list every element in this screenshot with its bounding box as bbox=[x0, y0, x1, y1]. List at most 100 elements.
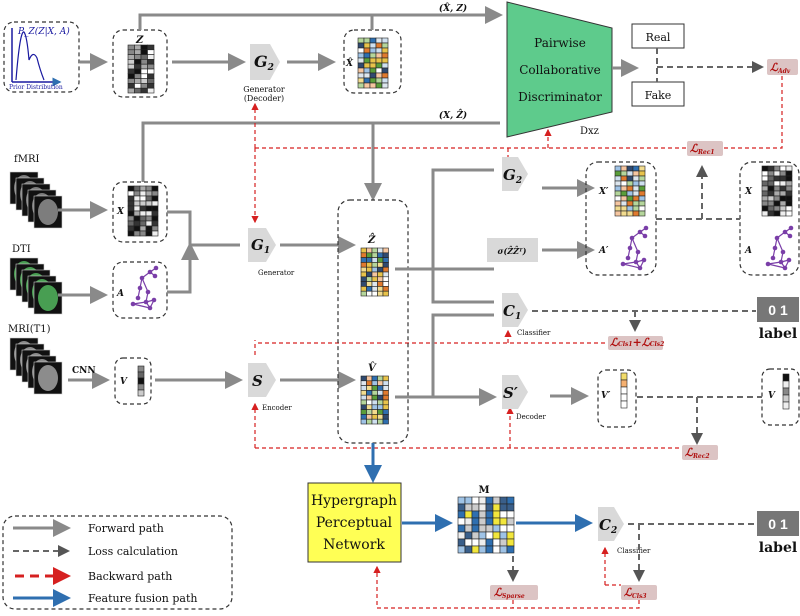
cnn-label: CNN bbox=[72, 366, 96, 376]
matrix-cell bbox=[638, 205, 646, 212]
matrix-cell bbox=[371, 414, 378, 420]
matrix-cell bbox=[485, 517, 494, 526]
matrix-cell bbox=[506, 538, 515, 547]
graph-node bbox=[637, 265, 643, 271]
matrix-cell bbox=[139, 225, 147, 232]
svg-text:Collaborative: Collaborative bbox=[519, 63, 601, 77]
matrix-cell bbox=[620, 170, 628, 177]
matrix-cell bbox=[366, 409, 373, 415]
matrix-cell bbox=[761, 190, 769, 197]
matrix-cell bbox=[133, 230, 141, 237]
matrix-cell bbox=[151, 220, 159, 227]
matrix-cell bbox=[147, 54, 155, 60]
matrix-cell bbox=[375, 57, 383, 64]
matrix-cell bbox=[492, 531, 501, 540]
matrix-cell bbox=[767, 210, 775, 217]
svg-text:Generator: Generator bbox=[258, 269, 295, 277]
legend: Forward path Loss calculation Backward p… bbox=[2, 515, 233, 610]
matrix-cell bbox=[357, 62, 365, 69]
matrix-cell bbox=[614, 170, 622, 177]
matrix-cell bbox=[620, 386, 628, 395]
pair-bottom-label: (X, Ẑ) bbox=[439, 109, 467, 121]
matrix-cell bbox=[785, 190, 793, 197]
matrix-cell bbox=[773, 170, 781, 177]
matrix-cell bbox=[492, 503, 501, 512]
matrix-cell bbox=[371, 399, 378, 406]
matrix-cell bbox=[457, 538, 466, 547]
matrix-cell bbox=[140, 49, 148, 55]
matrix-cell bbox=[375, 72, 383, 79]
matrix-cell bbox=[366, 418, 373, 425]
matrix-cell bbox=[366, 247, 373, 254]
matrix-cell bbox=[134, 49, 142, 55]
matrix-cell bbox=[360, 286, 367, 292]
loss-rec1-badge: ℒRec1 bbox=[687, 141, 723, 156]
matrix-cell bbox=[620, 195, 628, 202]
matrix-cell bbox=[761, 180, 769, 187]
matrix-cell bbox=[375, 77, 383, 84]
matrix-cell bbox=[145, 185, 153, 192]
svg-text:σ(ẐẐᵀ): σ(ẐẐᵀ) bbox=[498, 246, 527, 256]
graph-node bbox=[137, 285, 143, 291]
matrix-cell bbox=[499, 503, 508, 512]
matrix-cell bbox=[145, 220, 153, 227]
matrix-cell bbox=[767, 165, 775, 172]
fake-label: Fake bbox=[645, 89, 672, 102]
matrix-cell bbox=[767, 200, 775, 207]
matrix-cell bbox=[632, 205, 640, 212]
matrix-cell bbox=[779, 185, 787, 192]
graph-node bbox=[778, 259, 784, 265]
matrix-cell bbox=[779, 170, 787, 177]
matrix-cell bbox=[139, 185, 147, 192]
matrix-cell bbox=[140, 83, 148, 89]
legend-item: Backward path bbox=[88, 570, 172, 583]
matrix-cell bbox=[151, 210, 159, 217]
matrix-cell bbox=[145, 200, 153, 207]
matrix-cell bbox=[638, 170, 646, 177]
matrix-cell bbox=[761, 210, 769, 217]
x-label: X bbox=[116, 207, 125, 217]
matrix-cell bbox=[147, 87, 155, 94]
vprime-vector bbox=[620, 372, 628, 409]
matrix-cell bbox=[471, 545, 480, 554]
decoder-s-prime: S′ Decoder bbox=[502, 375, 547, 421]
dti-image-stack bbox=[9, 257, 63, 315]
matrix-cell bbox=[638, 185, 646, 192]
matrix-cell bbox=[375, 67, 383, 74]
matrix-cell bbox=[377, 257, 384, 263]
matrix-cell bbox=[761, 175, 769, 182]
matrix-cell bbox=[357, 57, 365, 64]
matrix-cell bbox=[464, 510, 473, 519]
matrix-cell bbox=[366, 271, 373, 278]
matrix-cell bbox=[773, 165, 781, 172]
loss-arrow bbox=[637, 396, 762, 443]
matrix-cell bbox=[127, 190, 135, 197]
matrix-cell bbox=[133, 200, 141, 207]
graph-node bbox=[772, 245, 778, 251]
legend-item: Forward path bbox=[88, 522, 164, 535]
matrix-cell bbox=[363, 67, 371, 74]
matrix-cell bbox=[457, 531, 466, 540]
matrix-cell bbox=[785, 210, 793, 217]
matrix-cell bbox=[127, 87, 135, 94]
matrix-cell bbox=[620, 200, 628, 207]
backward-path bbox=[255, 76, 783, 149]
matrix-cell bbox=[369, 82, 377, 89]
svg-text:Classifier: Classifier bbox=[517, 329, 551, 337]
a-box bbox=[112, 261, 168, 319]
matrix-cell bbox=[360, 409, 367, 415]
graph-node bbox=[620, 261, 626, 267]
matrix-cell bbox=[382, 247, 389, 254]
matrix-cell bbox=[140, 78, 148, 84]
matrix-cell bbox=[360, 404, 367, 410]
svg-text:G2: G2 bbox=[503, 166, 522, 186]
matrix-cell bbox=[360, 247, 367, 254]
matrix-cell bbox=[369, 62, 377, 69]
matrix-cell bbox=[499, 510, 508, 519]
matrix-cell bbox=[127, 68, 135, 75]
matrix-cell bbox=[133, 215, 141, 222]
matrix-cell bbox=[381, 77, 389, 84]
matrix-cell bbox=[382, 271, 389, 278]
matrix-cell bbox=[492, 510, 501, 519]
matrix-cell bbox=[377, 290, 384, 297]
